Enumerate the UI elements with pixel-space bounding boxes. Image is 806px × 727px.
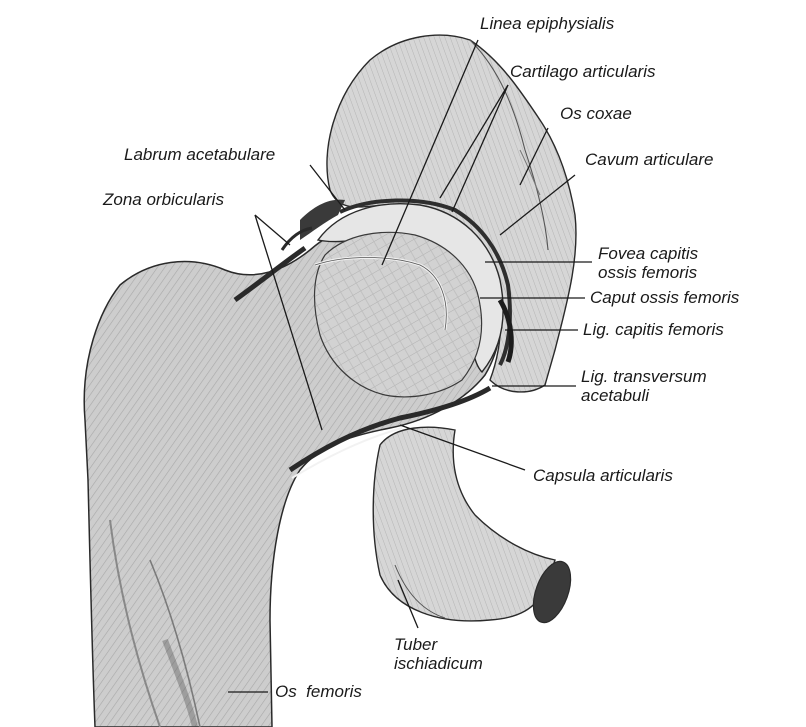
femoral-head (313, 231, 483, 398)
label-tuber-line2: ischiadicum (394, 654, 483, 673)
label-labrum-acetabulare: Labrum acetabulare (124, 145, 276, 164)
label-fovea-capitis-line1: Fovea capitis (598, 244, 699, 263)
label-cartilago-articularis: Cartilago articularis (510, 62, 656, 81)
leader-lines (228, 39, 592, 693)
labrum (300, 199, 345, 240)
label-lig-capitis-femoris: Lig. capitis femoris (583, 320, 724, 339)
label-capsula-articularis: Capsula articularis (533, 466, 673, 485)
label-os-coxae: Os coxae (560, 104, 632, 123)
label-tuber-line1: Tuber (394, 635, 438, 654)
label-lig-transversum-acetabuli: Lig. transversum acetabuli (581, 367, 707, 405)
label-lig-transversum-line2: acetabuli (581, 386, 650, 405)
label-tuber-ischiadicum: Tuber ischiadicum (394, 635, 483, 673)
capsule-upper (233, 245, 307, 303)
label-fovea-capitis: Fovea capitis ossis femoris (598, 244, 698, 282)
label-linea-epiphysialis: Linea epiphysialis (480, 14, 615, 33)
label-zona-orbicularis: Zona orbicularis (103, 190, 224, 209)
label-cavum-articulare: Cavum articulare (585, 150, 714, 169)
label-lig-transversum-line1: Lig. transversum (581, 367, 707, 386)
capsule-lower (288, 385, 492, 473)
ischium-shape (372, 426, 556, 622)
label-os-femoris: Os femoris (275, 682, 362, 701)
label-fovea-capitis-line2: ossis femoris (598, 263, 698, 282)
label-caput-ossis-femoris: Caput ossis femoris (590, 288, 740, 307)
